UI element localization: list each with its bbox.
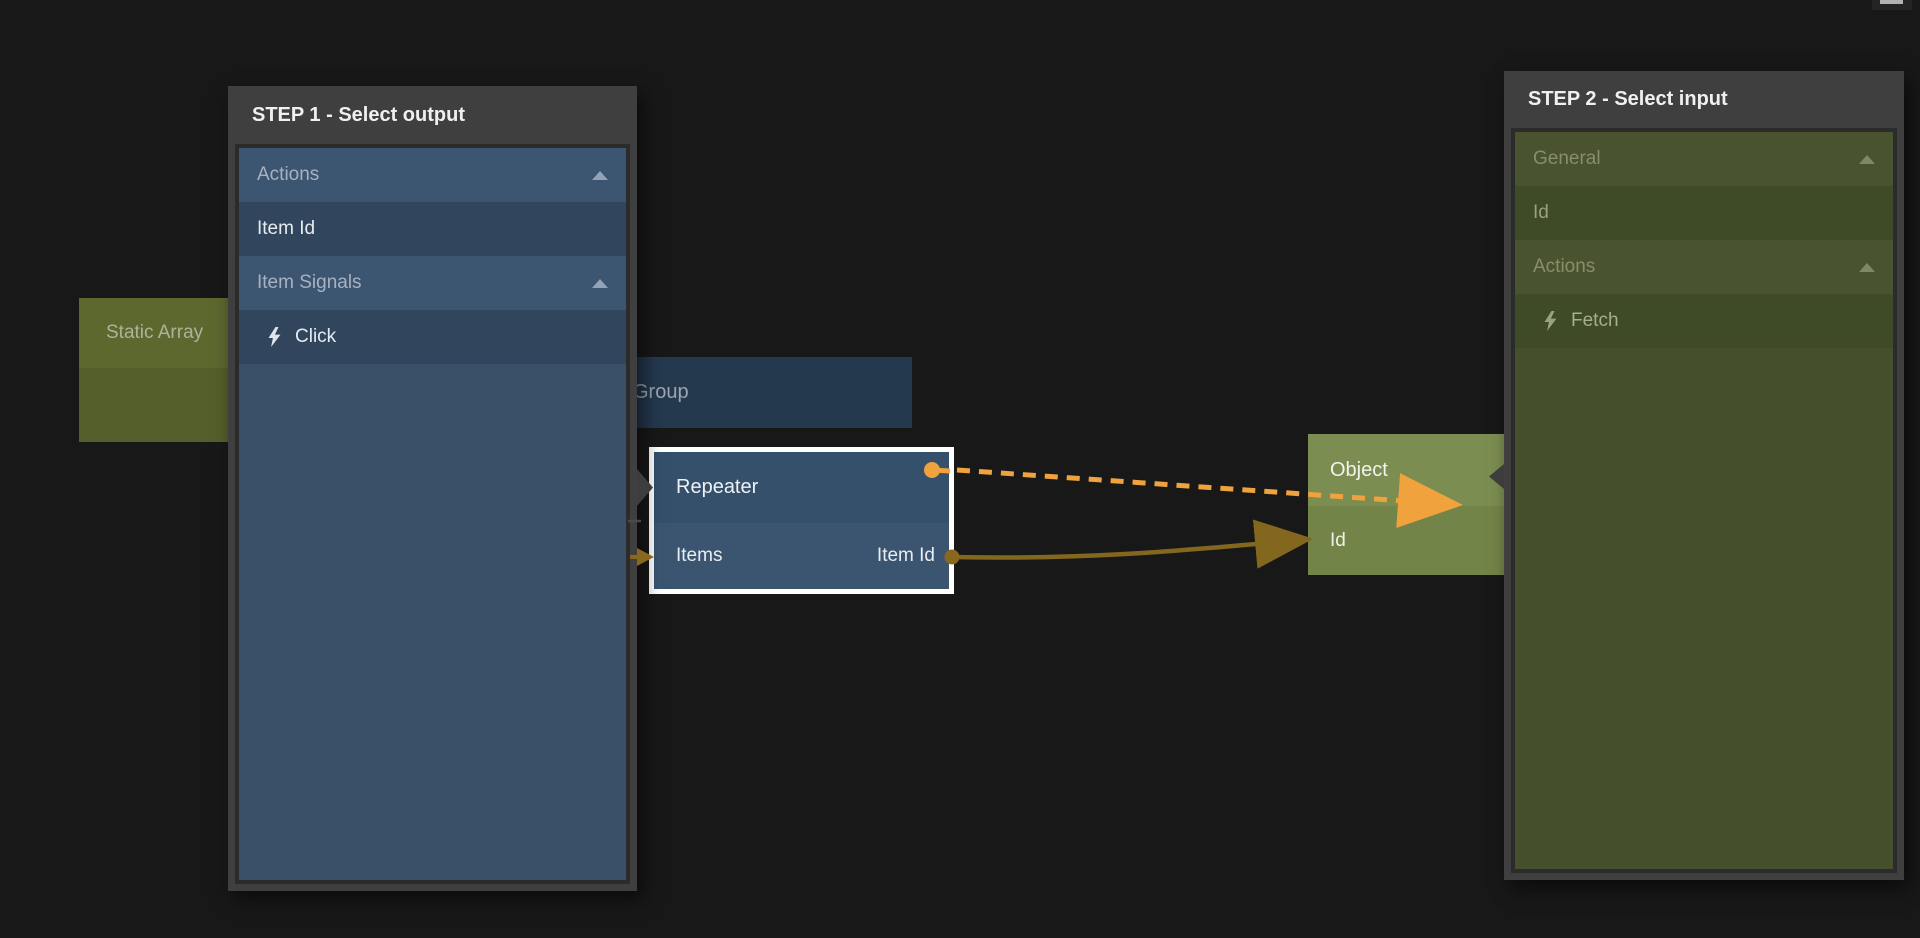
panel-step2-title: STEP 2 - Select input: [1528, 88, 1728, 110]
canvas-scrollbar-thumb[interactable]: [1880, 0, 1903, 4]
step1-category-item-signals[interactable]: Item Signals: [239, 256, 626, 310]
caret-up-icon[interactable]: [592, 278, 608, 288]
step2-category-general[interactable]: General: [1515, 132, 1893, 186]
panel-step2-select-input: STEP 2 - Select input General Id Actions…: [1504, 71, 1904, 880]
lightning-icon: [268, 327, 281, 347]
caret-up-icon[interactable]: [1859, 154, 1875, 164]
node-title: Repeater: [676, 476, 759, 498]
node-title: Static Array: [106, 322, 204, 343]
step2-item-id[interactable]: Id: [1515, 186, 1893, 240]
panel-step2-body: General Id Actions Fetch: [1511, 128, 1897, 873]
panel-step1-body: Actions Item Id Item Signals Click: [235, 144, 630, 884]
port-id[interactable]: Id: [1330, 529, 1346, 551]
canvas-scrollbar-track: [1872, 0, 1912, 10]
node-repeater-selected[interactable]: Repeater Items Item Id: [649, 447, 954, 594]
step1-item-click[interactable]: Click: [239, 310, 626, 364]
step1-item-item-id[interactable]: Item Id: [239, 202, 626, 256]
step2-category-actions[interactable]: Actions: [1515, 240, 1893, 294]
lightning-icon: [1544, 311, 1557, 331]
connection-solid[interactable]: [951, 519, 1314, 569]
node-object[interactable]: Object Id: [1308, 434, 1510, 575]
node-title: Group: [633, 381, 689, 403]
panel-step1-title: STEP 1 - Select output: [252, 103, 465, 126]
port-items[interactable]: Items: [676, 545, 723, 566]
port-item-id[interactable]: Item Id: [876, 545, 935, 566]
caret-up-icon[interactable]: [592, 170, 608, 180]
step1-category-actions[interactable]: Actions: [239, 148, 626, 202]
step2-item-fetch[interactable]: Fetch: [1515, 294, 1893, 348]
caret-up-icon[interactable]: [1859, 262, 1875, 272]
panel-step1-select-output: STEP 1 - Select output Actions Item Id I…: [228, 86, 637, 891]
node-title: Object: [1330, 458, 1388, 481]
